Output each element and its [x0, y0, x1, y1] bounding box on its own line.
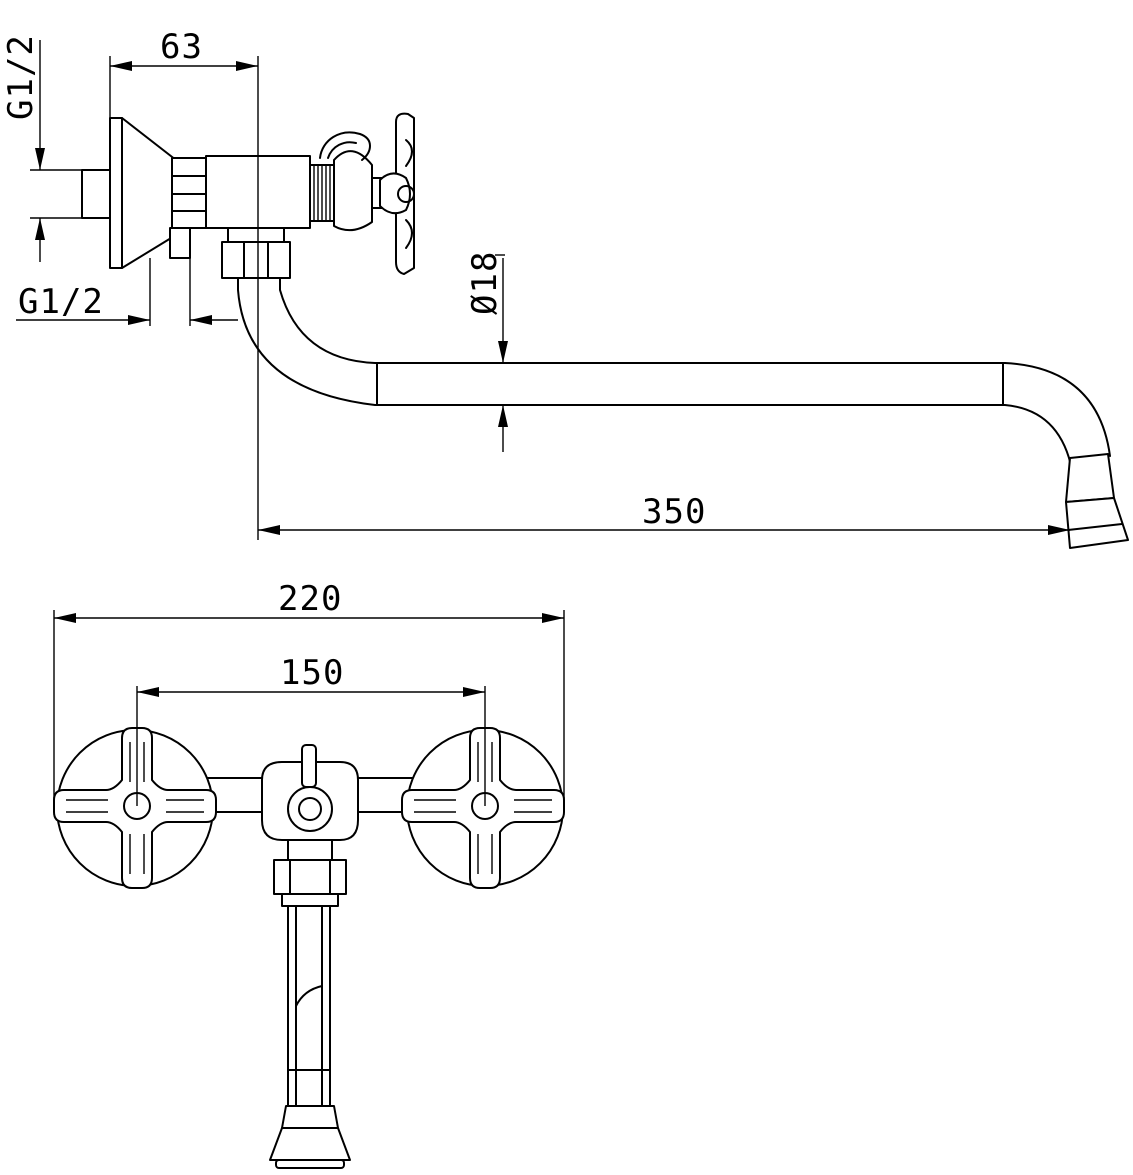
dim-overall-width: 220: [278, 579, 342, 619]
front-hex-nut: [273, 859, 347, 895]
dim-spout-reach: 350: [642, 492, 706, 532]
front-aerator-nozzle: [269, 1127, 351, 1161]
front-spout: [287, 905, 331, 1107]
wall-flange: [109, 117, 177, 269]
front-aerator-ring: [281, 1105, 339, 1129]
front-view-dimensions: 220 150: [53, 579, 565, 806]
side-view-dimensions: G1/2 G1/2 63 Ø18 350: [1, 27, 1070, 540]
diverter-lever: [319, 131, 371, 161]
nut-collar: [287, 839, 333, 863]
dim-inlet-thread-horizontal: G1/2: [18, 282, 104, 322]
bonnet: [333, 150, 373, 232]
dim-body-depth: 63: [160, 27, 203, 67]
dim-center-distance: 150: [280, 653, 344, 693]
inlet-stub: [81, 169, 113, 219]
front-view: [53, 727, 565, 1169]
side-view: [81, 112, 1129, 549]
left-cross-handle[interactable]: [53, 727, 217, 889]
spout-collar: [227, 227, 285, 243]
spout-tube-inner: [279, 277, 1111, 457]
diverter-knob[interactable]: [301, 744, 317, 788]
dim-inlet-thread-vertical: G1/2: [1, 34, 41, 120]
dim-spout-diameter: Ø18: [465, 251, 505, 315]
spout-nut: [221, 241, 291, 279]
aerator-nozzle: [1065, 497, 1129, 549]
spout-tube-outer: [237, 277, 1073, 471]
lower-stub: [169, 227, 191, 259]
aerator-ring: [1065, 453, 1115, 503]
